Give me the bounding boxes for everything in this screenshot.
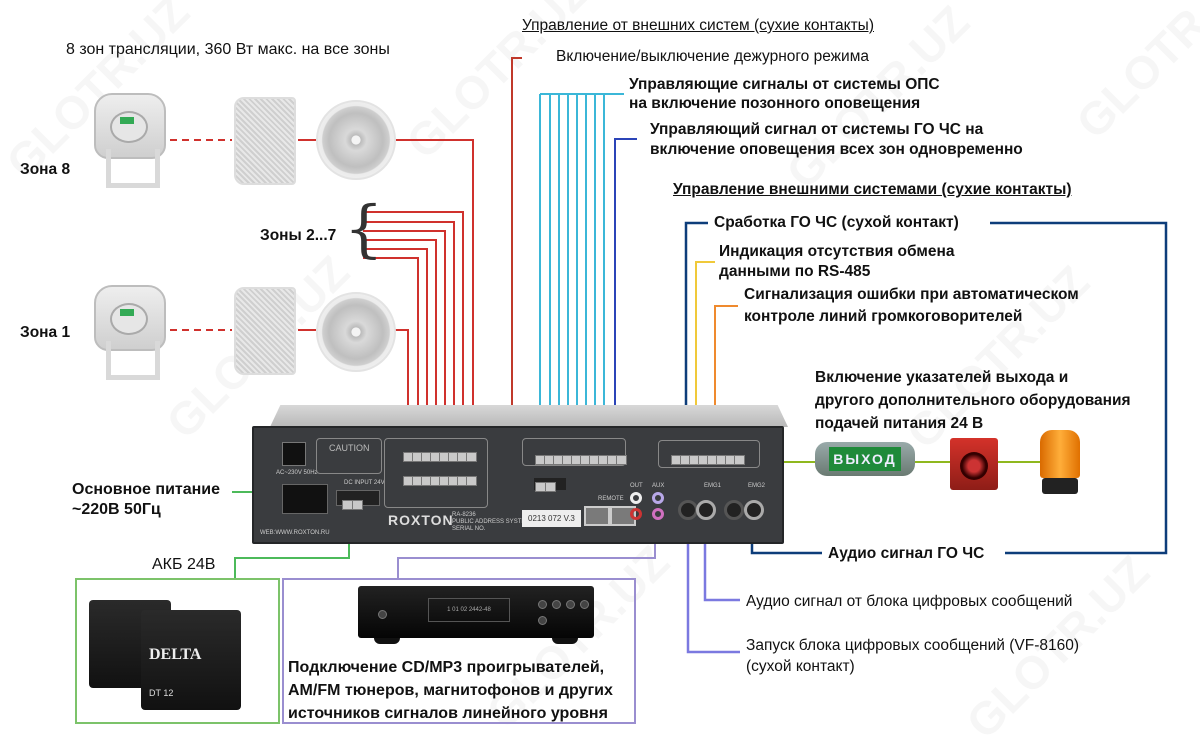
zone6-speaker-wire bbox=[363, 221, 455, 455]
power24-label-line1: Включение указателей выхода и bbox=[815, 369, 1069, 386]
caution-text: CAUTION bbox=[329, 443, 370, 453]
emg2-jack[interactable] bbox=[744, 500, 764, 520]
ops-label-line1: Управляющие сигналы от системы ОПС bbox=[629, 76, 940, 93]
speaker-terminal[interactable] bbox=[466, 476, 477, 486]
horn-speaker-zone1 bbox=[88, 285, 168, 380]
rs485-label-line1: Индикация отсутствия обмена bbox=[719, 243, 955, 260]
zone8-label: Зона 8 bbox=[20, 161, 71, 178]
emg1-jack[interactable] bbox=[696, 500, 716, 520]
ceiling-speaker-zone8 bbox=[316, 100, 396, 180]
beacon-light-icon bbox=[1040, 430, 1080, 496]
zone8-speaker-wire bbox=[395, 139, 474, 455]
brand-logo: ROXTON bbox=[388, 512, 454, 528]
battery-label: АКБ 24В bbox=[152, 556, 216, 573]
zone3-speaker-wire bbox=[363, 248, 428, 455]
zone4-speaker-wire bbox=[363, 239, 437, 455]
dms-start-label-line1: Запуск блока цифровых сообщений (VF-8160… bbox=[746, 637, 1080, 654]
out-rca-jack[interactable] bbox=[630, 508, 642, 520]
ceiling-speaker-zone1 bbox=[316, 292, 396, 372]
power-switch[interactable] bbox=[282, 442, 306, 466]
sources-label-line2: AM/FM тюнеров, магнитофонов и других bbox=[288, 682, 613, 699]
standby-label: Включение/выключение дежурного режима bbox=[556, 48, 869, 65]
dms-audio-label: Аудио сигнал от блока цифровых сообщений bbox=[746, 593, 1073, 610]
amplifier: AC~230V 50Hz CAUTION DC INPUT 24V ROXTON… bbox=[252, 426, 784, 544]
remote-port[interactable] bbox=[584, 506, 610, 526]
control-input-terminal[interactable] bbox=[616, 455, 627, 465]
brace-icon: { bbox=[344, 192, 384, 265]
external-control-heading: Управление от внешних систем (сухие конт… bbox=[522, 17, 874, 34]
emg2-aux-jack[interactable] bbox=[724, 500, 744, 520]
gochs-input-label-line1: Управляющий сигнал от системы ГО ЧС на bbox=[650, 121, 984, 138]
power24-label-line2: другого дополнительного оборудования bbox=[815, 392, 1131, 409]
cd-player-icon: 1 01 02 2442-48 bbox=[358, 586, 594, 644]
audio-sources-box bbox=[282, 578, 636, 724]
model-text: SERIAL NO. bbox=[452, 526, 486, 532]
standby-terminal[interactable] bbox=[545, 482, 556, 492]
zones-2-7-label: Зоны 2...7 bbox=[260, 227, 337, 244]
caution-plate: CAUTION bbox=[316, 438, 382, 474]
zone2-speaker-wire bbox=[363, 257, 419, 455]
dms-start-label-line2: (сухой контакт) bbox=[746, 658, 855, 675]
horn-speaker-zone8 bbox=[88, 93, 168, 188]
ops-input-block bbox=[522, 438, 626, 466]
out-rca-jack[interactable] bbox=[630, 492, 642, 504]
siren-icon bbox=[950, 438, 998, 490]
control-output-terminal[interactable] bbox=[734, 455, 745, 465]
gochs-input-label-line2: включение оповещения всех зон одновремен… bbox=[650, 141, 1023, 158]
serial-sticker: 0213 072 V.3 bbox=[522, 510, 581, 527]
remote-label: REMOTE bbox=[598, 496, 624, 502]
power24-label-line3: подачей питания 24 В bbox=[815, 415, 984, 432]
wall-speaker-zone8 bbox=[234, 97, 296, 185]
rs485-wire bbox=[695, 261, 715, 460]
emg2-label: EMG2 bbox=[748, 483, 766, 489]
amplifier-top bbox=[270, 405, 788, 427]
zones-title: 8 зон трансляции, 360 Вт макс. на все зо… bbox=[66, 41, 390, 58]
speaker-output-block bbox=[384, 438, 488, 508]
error-label-line2: контроле линий громкоговорителей bbox=[744, 308, 1023, 325]
rs485-label-line2: данными по RS-485 bbox=[719, 263, 871, 280]
gochs-trigger-label: Сработка ГО ЧС (сухой контакт) bbox=[714, 214, 959, 231]
battery-icon: DELTA DT 12 bbox=[141, 610, 241, 710]
sources-label-line1: Подключение CD/MP3 проигрывателей, bbox=[288, 659, 605, 676]
gochs-input-wire bbox=[614, 138, 637, 460]
control-output-block bbox=[658, 440, 760, 468]
wall-speaker-zone1 bbox=[234, 287, 296, 375]
sources-label-line3: источников сигналов линейного уровня bbox=[288, 705, 608, 722]
aux-rca-jack[interactable] bbox=[652, 508, 664, 520]
cd-display: 1 01 02 2442-48 bbox=[428, 598, 510, 622]
ops-label-line2: на включение позонного оповещения bbox=[629, 95, 921, 112]
zone5-speaker-wire bbox=[363, 230, 446, 455]
emg1-label: EMG1 bbox=[704, 483, 722, 489]
model-text: PUBLIC ADDRESS SYSTEM bbox=[452, 519, 531, 525]
zone1-label: Зона 1 bbox=[20, 324, 71, 341]
main-power-label-line2: ~220В 50Гц bbox=[72, 501, 161, 518]
error-label-line1: Сигнализация ошибки при автоматическом bbox=[744, 286, 1079, 303]
battery-model: DT 12 bbox=[149, 688, 174, 698]
dc-terminal[interactable] bbox=[352, 500, 363, 510]
gochs-trigger-wire bbox=[684, 221, 708, 460]
main-power-label-line1: Основное питание bbox=[72, 481, 221, 498]
gochs-audio-label: Аудио сигнал ГО ЧС bbox=[828, 545, 985, 562]
ac-input-label: AC~230V 50Hz bbox=[276, 470, 318, 476]
speaker-terminal[interactable] bbox=[466, 452, 477, 462]
battery-brand: DELTA bbox=[149, 646, 202, 663]
emg1-aux-jack[interactable] bbox=[678, 500, 698, 520]
model-text: RA-8236 bbox=[452, 512, 476, 518]
website-text: WEB:WWW.ROXTON.RU bbox=[260, 530, 330, 536]
exit-sign: ВЫХОД bbox=[815, 442, 915, 476]
exit-sign-text: ВЫХОД bbox=[829, 447, 901, 471]
control-outputs-heading: Управление внешними системами (сухие кон… bbox=[673, 181, 1072, 198]
zone7-speaker-wire bbox=[363, 211, 464, 455]
aux-label: AUX bbox=[652, 483, 665, 489]
out-label: OUT bbox=[630, 483, 643, 489]
aux-rca-jack[interactable] bbox=[652, 492, 664, 504]
gochs-trigger-return-wire bbox=[990, 221, 1168, 555]
ac-power-socket bbox=[282, 484, 328, 514]
battery-box: DELTA DT 12 bbox=[75, 578, 280, 724]
dc-input-label: DC INPUT 24V bbox=[344, 480, 385, 486]
